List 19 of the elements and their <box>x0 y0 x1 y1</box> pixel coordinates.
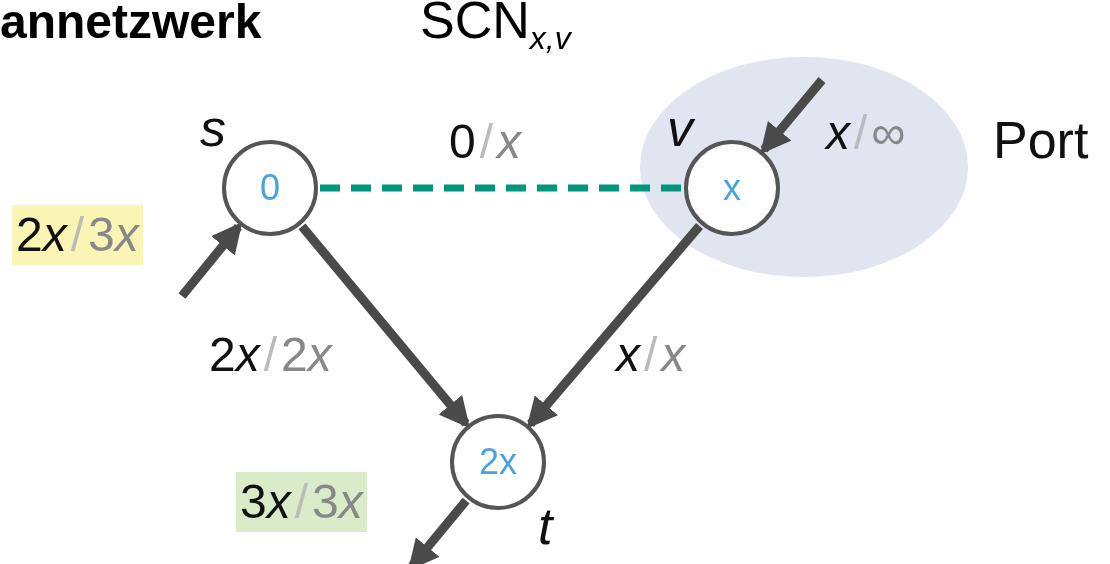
edge-label: 3x/3x <box>236 472 367 532</box>
edge-label: 0/x <box>448 114 523 170</box>
network-name: SCN$_{x,v}$ <box>420 0 571 58</box>
node-name: s <box>200 102 226 154</box>
node-name: t <box>538 500 553 552</box>
region-label: Port <box>993 110 1089 170</box>
node-value: 0 <box>260 167 280 209</box>
edge-label: 2x/3x <box>12 205 143 265</box>
arrow <box>408 497 470 564</box>
arrow <box>178 222 243 299</box>
node-value: x <box>723 167 741 209</box>
edge-label: 2x/2x <box>208 327 334 383</box>
edge-label: x/∞ <box>823 105 907 161</box>
node-value: 2x <box>479 441 517 483</box>
title: annetzwerk <box>0 0 262 49</box>
arrow <box>760 77 826 155</box>
edge-label: x/x <box>613 327 688 383</box>
dashed-line <box>320 184 682 192</box>
arrow <box>298 223 470 429</box>
